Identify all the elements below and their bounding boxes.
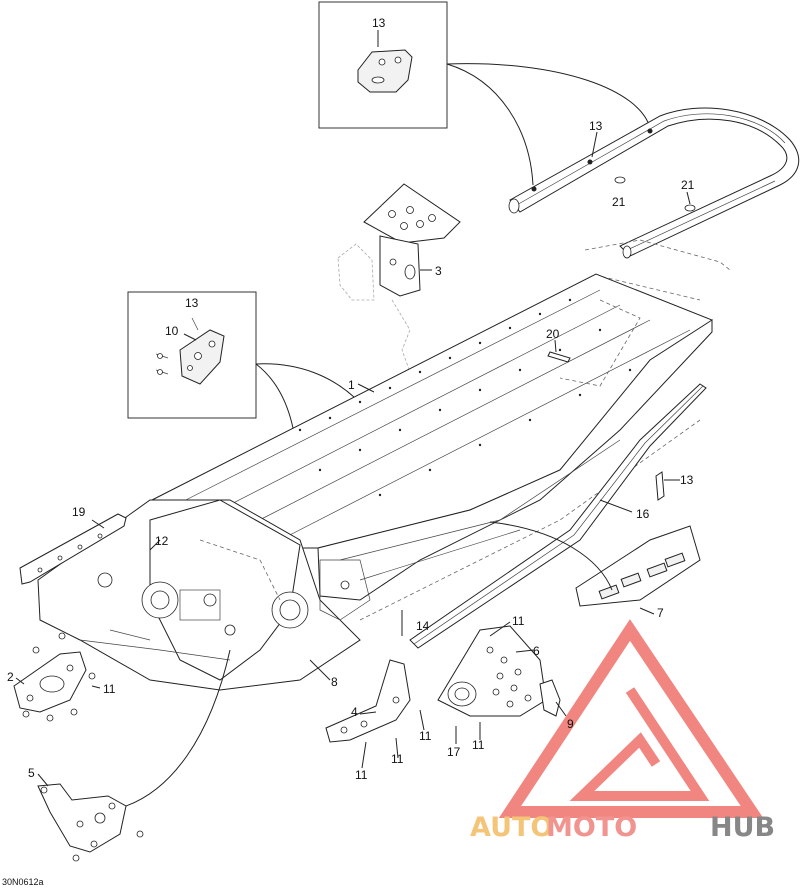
watermark-logo: AUTO MOTO HUB — [470, 619, 775, 843]
callout-5: 5 — [28, 766, 35, 780]
callout-20: 20 — [546, 327, 560, 341]
detail-box-10 — [127, 291, 257, 419]
callout-11-b: 11 — [355, 768, 368, 782]
rail-17 — [19, 513, 127, 585]
callout-13a: 13 — [185, 296, 199, 310]
part-9 — [539, 679, 561, 717]
bracket-2 — [13, 651, 87, 713]
tunnel-holes — [298, 298, 632, 497]
callout-13b: 13 — [680, 473, 694, 487]
bracket-5 — [37, 783, 127, 853]
callout-21b: 21 — [681, 178, 695, 192]
callout-8: 8 — [331, 675, 338, 689]
bracket-4 — [325, 659, 411, 743]
detail-box-18 — [318, 1, 448, 129]
callout-12: 12 — [155, 534, 169, 548]
callout-14: 14 — [416, 619, 430, 633]
fasteners-2 — [22, 632, 96, 722]
tunnel-1 — [151, 273, 713, 621]
callout-7: 7 — [657, 606, 664, 620]
plate-6 — [437, 625, 547, 717]
callout-11-top: 11 — [512, 614, 525, 628]
callout-10: 10 — [165, 324, 179, 338]
watermark-triangle-inner — [569, 687, 710, 801]
callout-17: 19 — [72, 505, 86, 519]
callout-1: 1 — [348, 378, 355, 392]
callout-11-right: 11 — [472, 738, 485, 752]
runner-15 — [409, 383, 707, 649]
watermark-hub: HUB — [710, 812, 775, 843]
front-chassis — [37, 499, 371, 691]
drawing-code: 30N0612a — [2, 877, 44, 887]
leader-18-to-19b — [446, 63, 651, 129]
callout-21a: 21 — [612, 195, 626, 209]
callout-16: 17 — [447, 745, 461, 759]
callout-15: 16 — [636, 507, 650, 521]
rail-19 — [508, 107, 800, 259]
fasteners-5 — [40, 786, 144, 862]
watermark-auto: AUTO — [470, 812, 553, 843]
callout-11-mid: 11 — [419, 729, 432, 743]
watermark-moto: MOTO — [546, 812, 637, 843]
callout-4: 4 — [351, 705, 358, 719]
callout-3: 3 — [435, 264, 442, 278]
callout-6: 6 — [533, 644, 540, 658]
leader-18-to-19a — [446, 63, 534, 186]
callout-11-c: 11 — [391, 752, 404, 766]
footrest-7 — [575, 525, 701, 607]
callout-9: 9 — [567, 717, 574, 731]
bracket-3 — [363, 183, 461, 297]
callout-18: 13 — [372, 16, 386, 30]
callout-19: 13 — [589, 119, 603, 133]
callout-2: 2 — [7, 670, 14, 684]
callout-11-left: 11 — [103, 682, 116, 696]
watermark-triangle — [498, 619, 764, 818]
